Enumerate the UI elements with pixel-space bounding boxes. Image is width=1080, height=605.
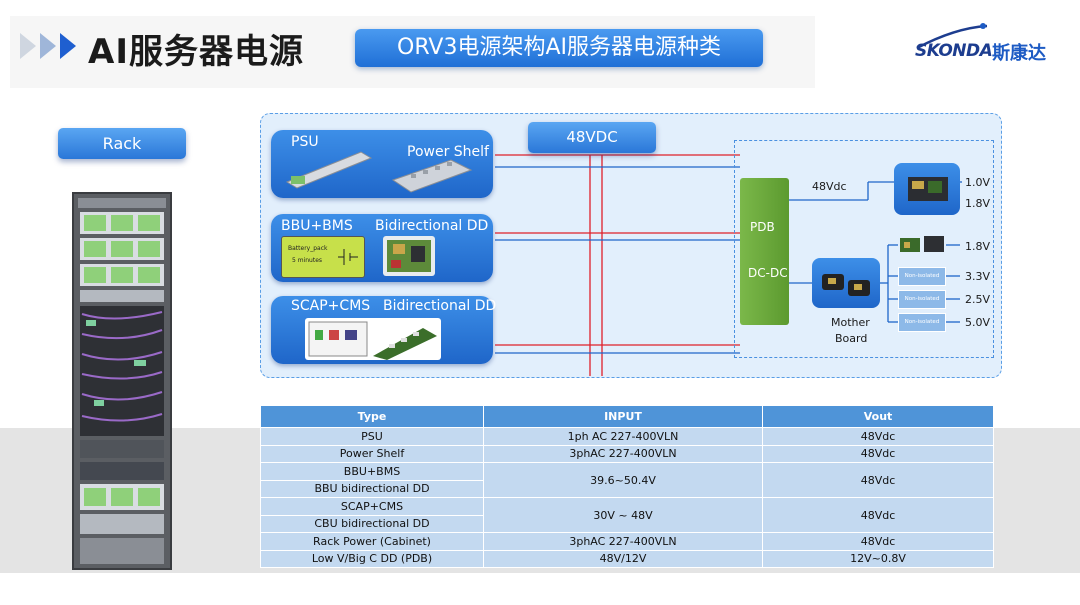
table-header-row: Type INPUT Vout [260,405,994,428]
table-row: BBU+BMS 39.6~50.4V 48Vdc [260,462,994,498]
bbu-panel: BBU+BMS Bidirectional DD Battery_pack 5 … [271,214,493,282]
cell-type-secondary: CBU bidirectional DD [260,514,484,533]
pdb-block: PDB DC-DC [740,178,789,325]
bbu-label: BBU+BMS [281,218,353,234]
psu-label: PSU [291,134,319,150]
non-isolated-box-3: Non-isolated [898,313,946,332]
circuit-board-icon [387,240,431,272]
cell-vout: 48Vdc [762,497,994,533]
cell-vout: 48Vdc [762,427,994,446]
mother-board-label-line2: Board [835,332,868,345]
psu-panel: PSU Power Shelf [271,130,493,198]
cell-input: 48V/12V [483,549,763,568]
output-5-0v: 5.0V [965,316,991,329]
cell-type: PSU [260,427,484,446]
small-pcb-image [898,234,946,256]
mother-board-module [812,258,880,308]
output-1-8v-upper: 1.8V [965,197,991,210]
bus-label-text: 48VDC [566,128,618,146]
table-row: Power Shelf 3phAC 227-400VLN 48Vdc [260,444,994,463]
cell-vout: 48Vdc [762,444,994,463]
header-vout: Vout [762,405,994,428]
cell-input: 30V ~ 48V [483,497,763,533]
non-isolated-box-2: Non-isolated [898,290,946,309]
vdc-48-label: 48Vdc [812,180,847,193]
bidirectional-dd-board-image [383,236,435,276]
cell-input: 3phAC 227-400VLN [483,532,763,551]
scap-panel: SCAP+CMS Bidirectional DD [271,296,497,364]
mother-board-chips-icon [822,274,870,296]
table-row: Low V/Big C DD (PDB) 48V/12V 12V~0.8V [260,549,994,568]
pcb-module-icon [900,236,944,252]
chevron-light-icon [20,33,36,59]
cell-input: 39.6~50.4V [483,462,763,498]
table-row: BBU bidirectional DD [260,479,994,498]
output-2-5v: 2.5V [965,293,991,306]
cell-type: Power Shelf [260,444,484,463]
header-input: INPUT [483,405,763,428]
power-distribution-subsystem [734,140,994,358]
scap-schematic-image [305,318,441,360]
output-3-3v: 3.3V [965,270,991,283]
logo-chinese-text: 斯康达 [992,43,1046,64]
battery-time-label: 5 minutes [292,257,323,264]
output-1-0v: 1.0V [965,176,991,189]
logo-swoosh-icon [916,23,988,50]
converter-module [894,163,960,215]
section-title: ORV3电源架构AI服务器电源种类 [355,29,763,67]
battery-pack-label: Battery_pack [288,245,328,252]
chevron-dark-icon [60,33,76,59]
cell-type: Rack Power (Cabinet) [260,532,484,551]
scap-schematic-icon [308,321,437,360]
rack-cabinet-image [72,192,172,570]
pdb-label: PDB [750,220,775,234]
rack-label-button: Rack [58,128,186,159]
table-row: Rack Power (Cabinet) 3phAC 227-400VLN 48… [260,532,994,551]
cell-type: BBU+BMS [260,462,484,481]
psu-module-icon [285,151,473,193]
cell-type: SCAP+CMS [260,497,484,516]
page-title: AI服务器电源 [88,32,304,72]
cell-vout: 48Vdc [762,532,994,551]
bus-48vdc-label: 48VDC [528,122,656,153]
cell-type: Low V/Big C DD (PDB) [260,549,484,568]
output-1-8v-lower: 1.8V [965,240,991,253]
dcdc-label: DC-DC [748,266,788,280]
cell-vout: 48Vdc [762,462,994,498]
scap-bidirectional-dd-label: Bidirectional DD [383,298,497,314]
power-shelf-label: Power Shelf [407,144,489,160]
cell-input: 3phAC 227-400VLN [483,444,763,463]
logo-text: SKONDA [915,41,993,61]
cell-vout: 12V~0.8V [762,549,994,568]
battery-pack-diagram: Battery_pack 5 minutes [281,236,365,278]
table-row: PSU 1ph AC 227-400VLN 48Vdc [260,427,994,446]
cell-input: 1ph AC 227-400VLN [483,427,763,446]
rack-label: Rack [102,134,142,153]
cell-type-secondary: BBU bidirectional DD [260,479,484,498]
skonda-logo: SKONDA 斯康达 [915,20,1055,70]
converter-module-icon [908,177,948,201]
bidirectional-dd-label: Bidirectional DD [375,218,489,234]
power-spec-table: Type INPUT Vout PSU 1ph AC 227-400VLN 48… [260,405,994,568]
header-type: Type [260,405,484,428]
mother-board-label-line1: Mother [831,316,870,329]
chevron-mid-icon [40,33,56,59]
battery-symbol-icon [338,249,358,265]
table-row: SCAP+CMS 30V ~ 48V 48Vdc [260,497,994,533]
non-isolated-box-1: Non-isolated [898,267,946,286]
rack-servers-illustration [78,198,166,564]
scap-label: SCAP+CMS [291,298,371,314]
